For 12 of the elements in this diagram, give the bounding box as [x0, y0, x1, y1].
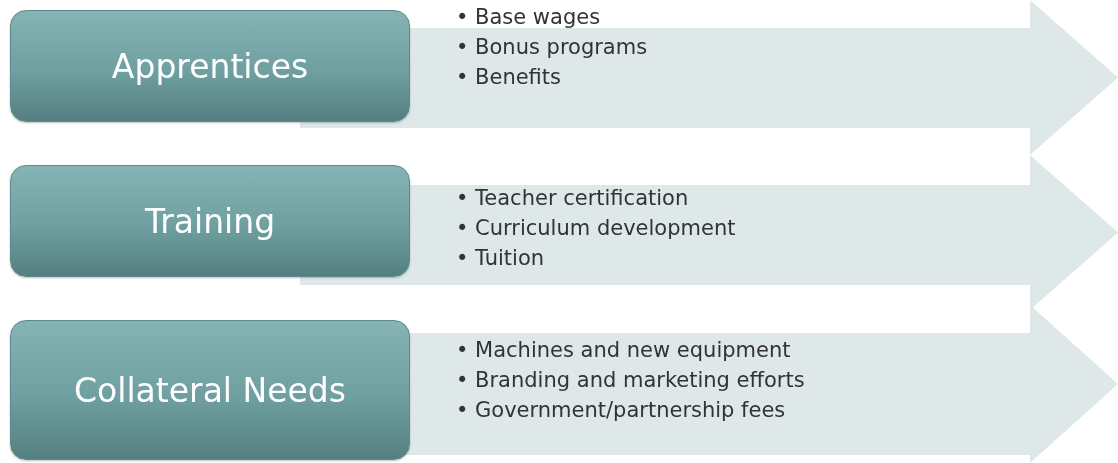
- bullet-item: • Branding and marketing efforts: [456, 367, 805, 394]
- category-box: Training: [10, 165, 410, 277]
- bullet-item: • Government/partnership fees: [456, 397, 787, 424]
- category-box: Apprentices: [10, 10, 410, 122]
- bullet-item: • Curriculum development: [456, 215, 736, 242]
- bullet-item: • Base wages: [456, 4, 602, 31]
- bullet-item: • Benefits: [456, 64, 563, 91]
- bullet-item: • Machines and new equipment: [456, 337, 792, 364]
- bullet-item: • Teacher certification: [456, 185, 690, 212]
- category-box: Collateral Needs: [10, 320, 410, 460]
- bullet-item: • Bonus programs: [456, 34, 648, 61]
- bullet-item: • Tuition: [456, 245, 546, 272]
